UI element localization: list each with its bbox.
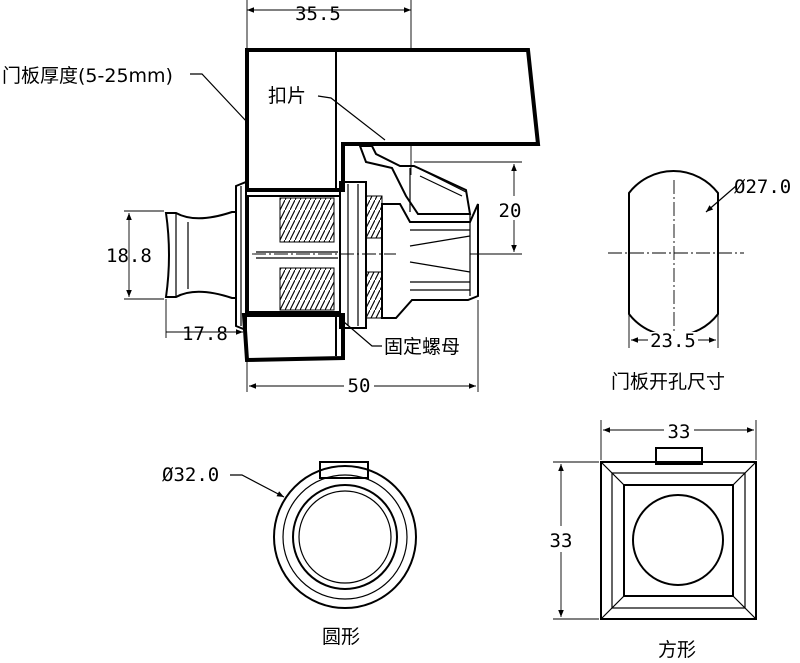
dimension-square-width: 33 <box>600 420 757 460</box>
dimension-knob-length: 17.8 <box>165 299 243 345</box>
dim-33-height: 33 <box>550 530 573 552</box>
dimension-knob-dia: 18.8 <box>106 210 164 300</box>
dim-27-0: Ø27.0 <box>734 176 791 198</box>
dim-18-8: 18.8 <box>106 245 152 267</box>
side-view: 35.5 门板厚度(5-25mm) 扣片 <box>2 0 541 397</box>
square-type-label: 方形 <box>658 639 696 661</box>
dim-33-width: 33 <box>668 421 691 443</box>
dimension-total-length: 50 <box>246 300 479 397</box>
dimension-hole-dia: Ø27.0 <box>705 176 791 213</box>
lock-body <box>247 181 479 329</box>
dimension-hole-flat: 23.5 <box>628 314 719 352</box>
dim-32-0: Ø32.0 <box>162 464 219 486</box>
panel-thickness-callout: 门板厚度(5-25mm) <box>2 65 248 123</box>
door-panel <box>241 48 541 363</box>
knob <box>164 180 247 332</box>
square-type-view: 33 33 方形 <box>547 420 757 661</box>
panel-hole-view: Ø27.0 23.5 门板开孔尺寸 <box>608 170 791 393</box>
dimension-square-height: 33 <box>547 461 599 620</box>
strike-plate-label: 扣片 <box>268 85 306 107</box>
dim-20: 20 <box>499 200 522 222</box>
dim-50: 50 <box>348 375 371 397</box>
round-type-label: 圆形 <box>322 626 360 648</box>
round-type-view: Ø32.0 圆形 <box>162 461 417 648</box>
dimension-round-dia: Ø32.0 <box>162 464 285 498</box>
fixing-nut-label: 固定螺母 <box>384 336 460 358</box>
dimension-tab-height: 20 <box>414 161 522 255</box>
fixing-nut-callout: 固定螺母 <box>343 321 460 358</box>
dim-23-5: 23.5 <box>650 330 696 352</box>
panel-thickness-label: 门板厚度(5-25mm) <box>2 65 173 87</box>
strike-plate-callout: 扣片 <box>268 85 386 141</box>
dim-35-5: 35.5 <box>295 3 341 25</box>
dim-17-8: 17.8 <box>182 323 228 345</box>
hole-size-label: 门板开孔尺寸 <box>611 371 725 393</box>
strike-plate <box>358 145 472 215</box>
dimension-top-width: 35.5 <box>246 0 412 175</box>
